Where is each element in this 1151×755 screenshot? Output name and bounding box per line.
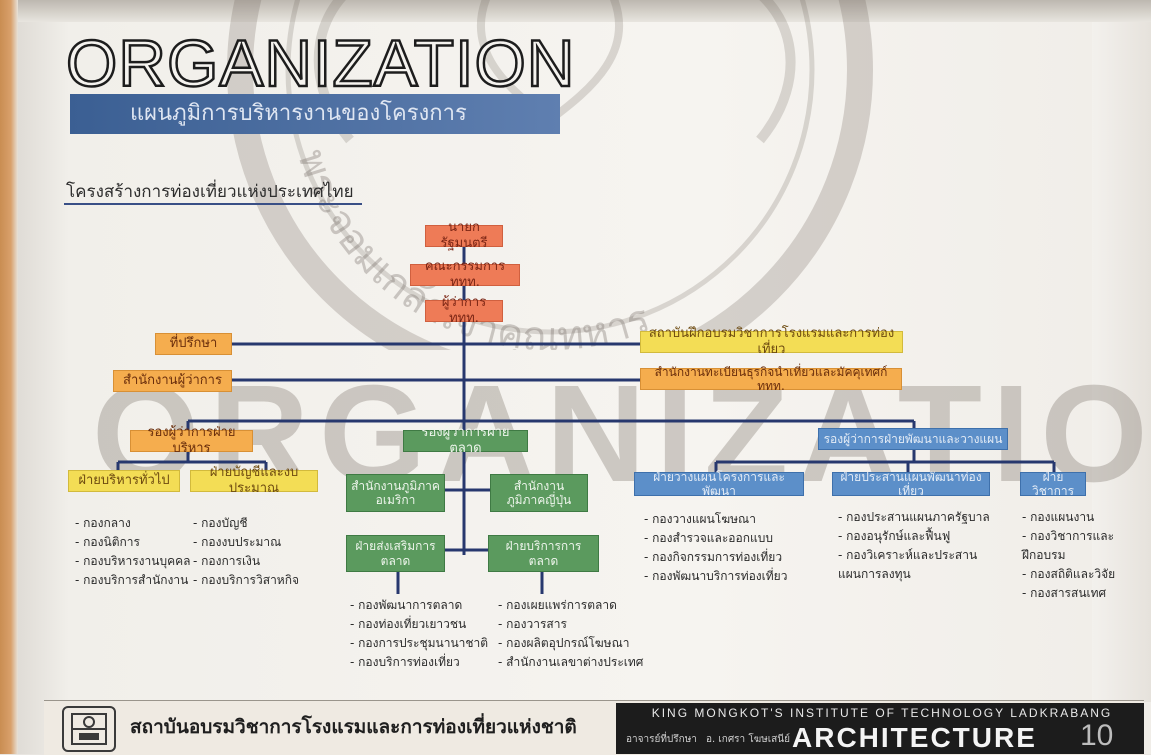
institute-name-thai: สถาบันอบรมวิชาการโรงแรมและการท่องเที่ยวแ… <box>130 716 577 738</box>
list-item: กองเผยแพร่การตลาด <box>498 596 643 615</box>
hotel-institute-box: สถาบันฝึกอบรมวิชาการโรงแรมและการท่องเที่… <box>640 326 903 357</box>
academic-divisions: กองแผนงาน กองวิชาการและฝึกอบรม กองสถิติแ… <box>1022 508 1117 603</box>
list-item: กองวารสาร <box>498 615 643 634</box>
top-strip <box>18 0 1151 22</box>
list-item: กองกลาง <box>75 514 190 533</box>
marketing-promotion-dept-box: ฝ่ายส่งเสริมการตลาด <box>346 535 445 572</box>
governor-office-box: สำนักงานผู้ว่าการ <box>113 370 232 392</box>
institute-name-english: KING MONGKOT'S INSTITUTE OF TECHNOLOGY L… <box>651 706 1113 720</box>
guide-registration-office-box: สำนักงานทะเบียนธุรกิจนำเที่ยวและมัคคุเทศ… <box>640 365 902 393</box>
japan-office-box: สำนักงานภูมิภาคญี่ปุ่น <box>490 474 588 512</box>
coordination-divisions: กองประสานแผนภาครัฐบาล กองอนุรักษ์และฟื้น… <box>838 508 990 584</box>
list-item: กองการเงิน <box>193 552 299 571</box>
heading-underline <box>64 203 362 205</box>
general-admin-divisions: กองกลาง กองนิติการ กองบริหารงานบุคคล กอง… <box>75 514 190 590</box>
planning-development-dept-box: ฝ่ายวางแผนโครงการและพัฒนา <box>634 470 804 498</box>
list-item: กองวิเคราะห์และประสานแผนการลงทุน <box>838 546 988 584</box>
advisor-label: อาจารย์ที่ปรึกษา <box>626 734 697 745</box>
americas-office-box: สำนักงานภูมิภาคอเมริกา <box>346 474 445 512</box>
list-item: กองประสานแผนภาครัฐบาล <box>838 508 990 527</box>
deputy-admin-box: รองผู้ว่าการฝ่ายบริหาร <box>130 425 253 456</box>
list-item: กองงบประมาณ <box>193 533 299 552</box>
list-item: กองบริการสำนักงาน <box>75 571 190 590</box>
list-item: กองสำรวจและออกแบบ <box>644 529 787 548</box>
list-item: กองนิติการ <box>75 533 190 552</box>
accounting-budget-dept-box: ฝ่ายบัญชีและงบประมาณ <box>190 465 318 496</box>
footer-black-panel <box>616 703 1144 754</box>
deputy-development-box: รองผู้ว่าการฝ่ายพัฒนาและวางแผน <box>818 428 1008 450</box>
deputy-marketing-box: รองผู้ว่าการฝ่ายตลาด <box>403 425 528 456</box>
list-item: กองการประชุมนานาชาติ <box>350 634 488 653</box>
list-item: กองบริหารงานบุคคล <box>75 552 190 571</box>
poster-edge <box>0 0 18 754</box>
page-title: ORGANIZATION <box>65 26 576 100</box>
list-item: กองผลิตอุปกรณ์โฆษณา <box>498 634 643 653</box>
list-item: กองบริการท่องเที่ยว <box>350 653 488 672</box>
list-item: กองกิจกรรมการท่องเที่ยว <box>644 548 787 567</box>
list-item: กองแผนงาน <box>1022 508 1117 527</box>
marketing-promotion-divisions: กองพัฒนาการตลาด กองท่องเที่ยวเยาวชน กองก… <box>350 596 488 672</box>
page-number: 10 <box>1080 719 1114 752</box>
list-item: กองพัฒนาการตลาด <box>350 596 488 615</box>
list-item: กองสารสนเทศ <box>1022 584 1117 603</box>
marketing-service-divisions: กองเผยแพร่การตลาด กองวารสาร กองผลิตอุปกร… <box>498 596 643 672</box>
list-item: กองวิชาการและฝึกอบรม <box>1022 527 1117 565</box>
list-item: กองบริการวิสาหกิจ <box>193 571 299 590</box>
list-item: สำนักงานเลขาต่างประเทศ <box>498 653 643 672</box>
coordination-dept-box: ฝ่ายประสานแผนพัฒนาท่องเที่ยว <box>832 470 990 498</box>
list-item: กองสถิติและวิจัย <box>1022 565 1117 584</box>
page-subtitle: แผนภูมิการบริหารงานของโครงการ <box>70 94 560 134</box>
marketing-service-dept-box: ฝ่ายบริการการตลาด <box>488 535 599 572</box>
list-item: กองพัฒนาบริการท่องเที่ยว <box>644 567 787 586</box>
section-heading: โครงสร้างการท่องเที่ยวแห่งประเทศไทย <box>66 182 354 202</box>
general-admin-dept-box: ฝ่ายบริหารทั่วไป <box>68 470 180 492</box>
list-item: กองอนุรักษ์และฟื้นฟู <box>838 527 990 546</box>
tat-governor-box: ผู้ว่าการ ททท. <box>425 295 503 326</box>
institute-logo-icon <box>62 706 116 752</box>
list-item: กองวางแผนโฆษณา <box>644 510 787 529</box>
accounting-divisions: กองบัญชี กองงบประมาณ กองการเงิน กองบริกา… <box>193 514 299 590</box>
prime-minister-box: นายกรัฐมนตรี <box>425 220 503 251</box>
advisor-box: ที่ปรึกษา <box>155 333 232 355</box>
advisor-name: อ. เกศรา โฆษเสนีย์ <box>706 734 790 745</box>
planning-development-divisions: กองวางแผนโฆษณา กองสำรวจและออกแบบ กองกิจก… <box>644 510 787 586</box>
list-item: กองท่องเที่ยวเยาวชน <box>350 615 488 634</box>
academic-dept-box: ฝ่ายวิชาการ <box>1020 470 1086 498</box>
list-item: กองบัญชี <box>193 514 299 533</box>
tat-board-box: คณะกรรมการ ททท. <box>410 259 520 290</box>
faculty-label: ARCHITECTURE <box>792 722 1037 753</box>
